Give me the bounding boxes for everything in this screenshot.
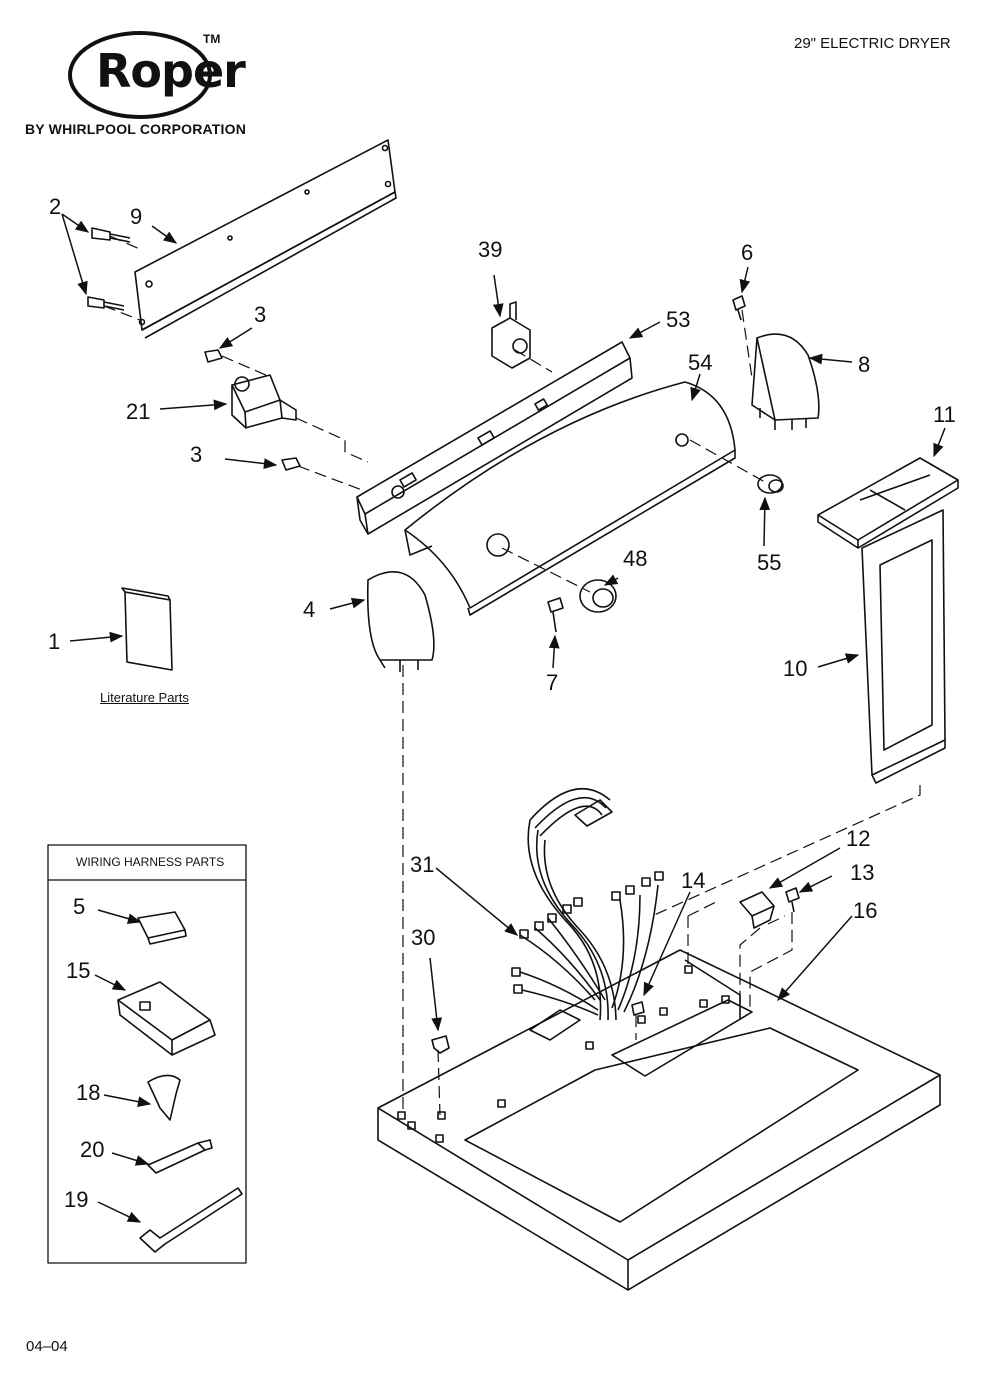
part-31-wire-harness [511, 787, 664, 1041]
callout-53: 53 [666, 307, 691, 332]
part-53-control-console [356, 341, 633, 535]
callout-3-upper: 3 [254, 302, 267, 327]
part-4-end-cap [366, 571, 435, 672]
callout-9: 9 [130, 204, 143, 229]
literature-parts-label: Literature Parts [100, 690, 189, 705]
part-18-clip [147, 1074, 181, 1121]
part-2-screws [87, 227, 131, 311]
roper-logo-oval [68, 31, 212, 119]
callout-21: 21 [126, 399, 151, 424]
callout-1: 1 [48, 629, 61, 654]
part-7-screw [547, 597, 564, 633]
part-15-connector-block [117, 981, 216, 1056]
callout-15: 15 [66, 958, 91, 983]
callout-10: 10 [783, 656, 808, 681]
brand-subtitle: BY WHIRLPOOL CORPORATION [25, 121, 247, 137]
part-19-cable-tie [139, 1187, 243, 1253]
callout-12: 12 [846, 826, 871, 851]
callout-19: 19 [64, 1187, 89, 1212]
callout-48: 48 [623, 546, 648, 571]
callout-4: 4 [303, 597, 316, 622]
part-12-terminal-block [739, 891, 775, 929]
part-11-lint-screen [817, 457, 959, 549]
trademark-mark: TM [203, 32, 221, 46]
callout-14: 14 [681, 868, 706, 893]
callout-55: 55 [757, 550, 782, 575]
part-5-connector [137, 911, 187, 945]
base-holes [397, 965, 730, 1143]
part-14-screw [631, 1001, 645, 1016]
callout-31: 31 [410, 852, 435, 877]
callout-39: 39 [478, 237, 503, 262]
part-20-terminal [147, 1139, 213, 1174]
callout-11: 11 [933, 402, 956, 427]
callout-7: 7 [546, 670, 559, 695]
part-30-clip [431, 1035, 450, 1054]
part-10-lint-housing [861, 509, 946, 784]
callout-20: 20 [80, 1137, 105, 1162]
part-8-end-cap [751, 333, 820, 430]
part-39-selector-switch [491, 301, 531, 369]
logo-wordmark: Roper [96, 44, 246, 98]
wiring-harness-title: WIRING HARNESS PARTS [76, 855, 225, 869]
callout-30: 30 [411, 925, 436, 950]
part-54-control-panel [404, 381, 736, 616]
part-16-top-cover [377, 949, 941, 1291]
part-55-knob [757, 474, 784, 494]
date-code: 04–04 [26, 1338, 68, 1355]
part-1-literature [121, 587, 173, 671]
callout-5: 5 [73, 894, 86, 919]
callout-6: 6 [741, 240, 754, 265]
callout-54: 54 [688, 350, 713, 375]
part-6-screw [732, 295, 746, 321]
callout-16: 16 [853, 898, 878, 923]
callout-13: 13 [850, 860, 875, 885]
part-48-knob [579, 579, 617, 613]
callout-18: 18 [76, 1080, 101, 1105]
callout-8: 8 [858, 352, 871, 377]
part-21-timer [231, 374, 297, 429]
callout-2: 2 [49, 194, 62, 219]
part-3-screws [204, 349, 301, 471]
part-9-rear-panel [134, 139, 397, 339]
callout-3-lower: 3 [190, 442, 203, 467]
model-title: 29" ELECTRIC DRYER [794, 35, 951, 52]
wiring-harness-box [47, 844, 247, 1264]
part-13-screw [785, 887, 800, 913]
